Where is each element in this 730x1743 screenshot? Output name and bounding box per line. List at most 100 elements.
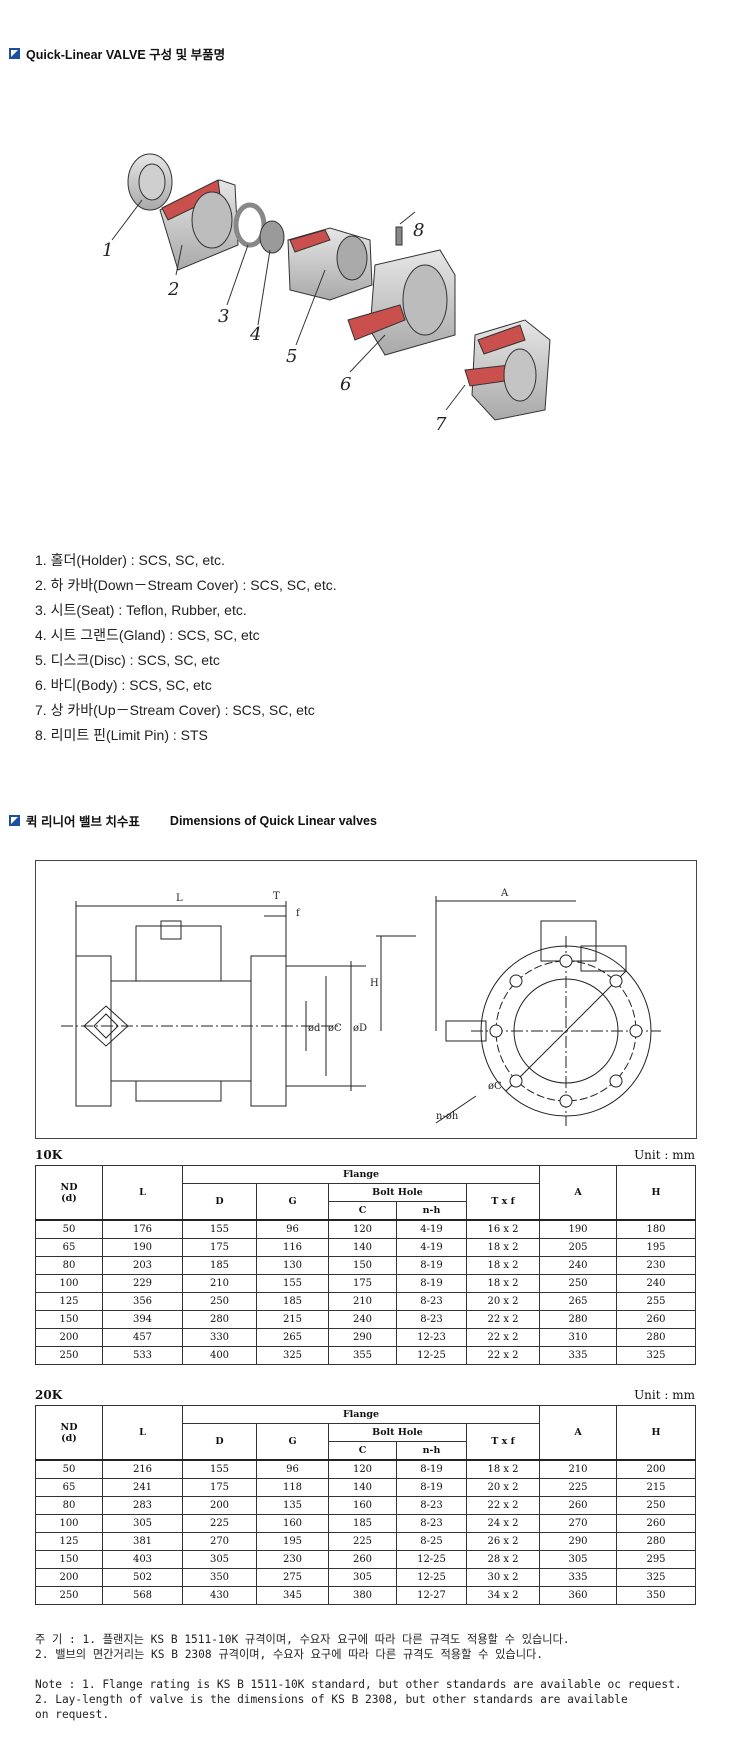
table-cell: 283 (102, 1496, 183, 1515)
header-nd: ND(d) (35, 1165, 103, 1221)
table-cell: 150 (35, 1310, 103, 1329)
table-cell: 250 (616, 1496, 696, 1515)
table-cell: 180 (616, 1219, 696, 1239)
table-cell: 12-23 (396, 1328, 467, 1347)
table-cell: 176 (102, 1219, 183, 1239)
table-cell: 381 (102, 1532, 183, 1551)
table-cell: 240 (328, 1310, 397, 1329)
table-cell: 203 (102, 1256, 183, 1275)
table-cell: 200 (35, 1328, 103, 1347)
table-cell: 394 (102, 1310, 183, 1329)
dim-label-T: T (273, 891, 280, 902)
table-cell: 12-27 (396, 1586, 467, 1605)
part-gland (259, 220, 285, 254)
table-cell: 310 (539, 1328, 617, 1347)
table-cell: 533 (102, 1346, 183, 1365)
table-cell: 8-19 (396, 1274, 467, 1293)
parts-list-item: 5. 디스크(Disc) : SCS, SC, etc (35, 652, 220, 668)
table-cell: 185 (328, 1514, 397, 1533)
table-cell: 356 (102, 1292, 183, 1311)
table-cell: 210 (328, 1292, 397, 1311)
parts-list-item: 1. 홀더(Holder) : SCS, SC, etc. (35, 552, 225, 568)
callout-3: 3 (218, 306, 229, 327)
callout-8: 8 (413, 220, 424, 241)
table-10k: 10K Unit : mm ND(d) L Flange A H D G Bol… (35, 1148, 696, 1365)
table-cell: 225 (539, 1478, 617, 1497)
header-c: C (328, 1441, 397, 1461)
header-flange: Flange (182, 1165, 540, 1184)
table-cell: 24 x 2 (466, 1514, 540, 1533)
table-cell: 140 (328, 1238, 397, 1257)
callout-5: 5 (286, 346, 297, 367)
exploded-valve-illustration: 1 2 3 4 5 6 7 8 (102, 153, 551, 435)
table-cell: 175 (182, 1238, 257, 1257)
table-cell: 430 (182, 1586, 257, 1605)
table-cell: 260 (616, 1310, 696, 1329)
header-g: G (256, 1423, 329, 1461)
header-nh: n-h (396, 1201, 467, 1221)
table-cell: 175 (182, 1478, 257, 1497)
table-cell: 150 (328, 1256, 397, 1275)
dim-label-nh: n-øh (436, 1111, 459, 1122)
note-line: Note : 1. Flange rating is KS B 1511-10K… (35, 1678, 682, 1691)
section-title-text: Quick-Linear VALVE 구성 및 부품명 (26, 48, 226, 62)
table-cell: 8-23 (396, 1514, 467, 1533)
table-label: 20K (35, 1388, 63, 1402)
note-line: 2. 밸브의 면간거리는 KS B 2308 규격이며, 수요자 요구에 따라 … (35, 1648, 544, 1661)
dim-label-C2: øC (488, 1081, 502, 1092)
table-cell: 16 x 2 (466, 1219, 540, 1239)
table-cell: 195 (616, 1238, 696, 1257)
table-20k: 20K Unit : mm ND(d) L Flange A H D G Bol… (35, 1388, 696, 1605)
table-cell: 125 (35, 1292, 103, 1311)
section-title-dimensions: 퀵 리니어 밸브 치수표 Dimensions of Quick Linear … (9, 811, 377, 830)
table-cell: 270 (539, 1514, 617, 1533)
table-cell: 325 (616, 1346, 696, 1365)
table-cell: 135 (256, 1496, 329, 1515)
table-cell: 215 (616, 1478, 696, 1497)
table-cell: 28 x 2 (466, 1550, 540, 1569)
table-cell: 65 (35, 1478, 103, 1497)
part-down-stream-cover (159, 179, 239, 271)
table-cell: 380 (328, 1586, 397, 1605)
note-line: on request. (35, 1708, 110, 1721)
table-cell: 280 (616, 1328, 696, 1347)
dim-label-A: A (500, 888, 509, 899)
table-cell: 4-19 (396, 1219, 467, 1239)
header-g: G (256, 1183, 329, 1221)
dim-label-C: øC (328, 1023, 342, 1034)
table-cell: 210 (182, 1274, 257, 1293)
dimension-drawing: L T f ød øC øD A H øC n-øh (35, 860, 697, 1139)
table-cell: 250 (182, 1292, 257, 1311)
callout-6: 6 (340, 374, 351, 395)
table-cell: 155 (182, 1219, 257, 1239)
header-txf: T x f (466, 1423, 540, 1461)
table-cell: 205 (539, 1238, 617, 1257)
table-cell: 350 (616, 1586, 696, 1605)
table-cell: 250 (35, 1586, 103, 1605)
parts-list-item: 8. 리미트 핀(Limit Pin) : STS (35, 727, 208, 743)
table-cell: 12-25 (396, 1568, 467, 1587)
table-cell: 12-25 (396, 1550, 467, 1569)
header-flange: Flange (182, 1405, 540, 1424)
table-cell: 118 (256, 1478, 329, 1497)
dim-label-L: L (176, 893, 183, 904)
dim-label-f: f (296, 908, 301, 919)
header-bolt-hole: Bolt Hole (328, 1423, 467, 1442)
table-cell: 80 (35, 1496, 103, 1515)
parts-list-item: 2. 하 카바(Down－Stream Cover) : SCS, SC, et… (35, 577, 337, 593)
parts-list-item: 7. 상 카바(Up－Stream Cover) : SCS, SC, etc (35, 702, 315, 718)
table-cell: 185 (256, 1292, 329, 1311)
table-cell: 8-23 (396, 1496, 467, 1515)
header-nh: n-h (396, 1441, 467, 1461)
header-h: H (616, 1405, 696, 1461)
section-title-kr: 퀵 리니어 밸브 치수표 (26, 815, 140, 829)
